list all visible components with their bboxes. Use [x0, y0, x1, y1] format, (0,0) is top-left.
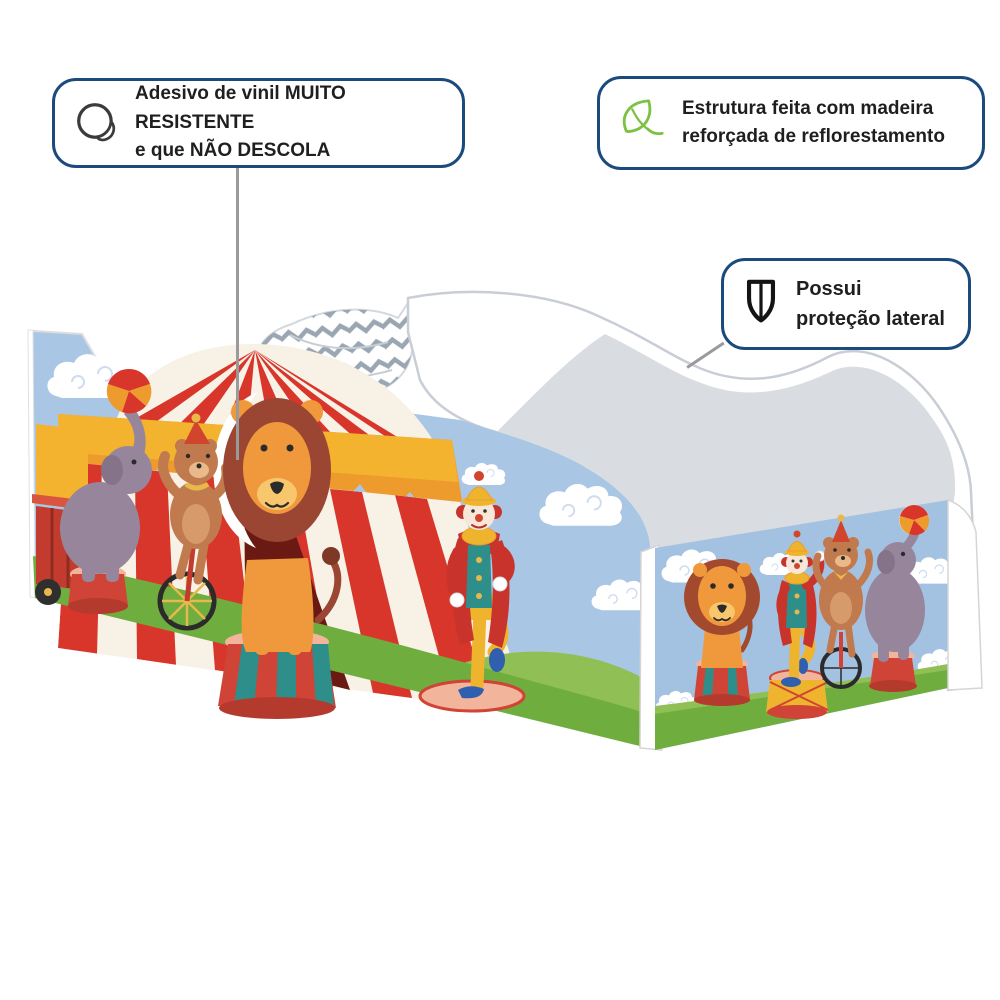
headboard-clown — [418, 471, 526, 713]
headboard-panel — [27, 329, 654, 748]
callout-protection: Possui proteção lateral — [721, 258, 971, 350]
callout-wood: Estrutura feita com madeira reforçada de… — [597, 76, 985, 170]
footboard-edge — [947, 498, 983, 691]
footboard-panel — [655, 500, 967, 750]
callout-protection-line1: Possui — [796, 278, 862, 300]
callout-vinyl-text: Adesivo de vinil MUITO RESISTENTE e que … — [135, 80, 448, 166]
callout-vinyl-line2: e que NÃO DESCOLA — [135, 140, 331, 162]
striped-ball — [106, 368, 152, 414]
footboard-elephant — [865, 505, 930, 692]
callout-wood-line1: Estrutura feita com madeira — [682, 97, 934, 119]
callout-vinyl: Adesivo de vinil MUITO RESISTENTE e que … — [52, 78, 465, 168]
callout-protection-line2: proteção lateral — [796, 308, 945, 330]
sticker-icon — [69, 94, 123, 153]
leaf-icon — [614, 93, 670, 154]
shield-icon — [738, 277, 784, 332]
callout-protection-text: Possui proteção lateral — [796, 274, 945, 334]
headboard-elephant — [60, 406, 152, 614]
footboard-lion — [684, 559, 760, 706]
callout-wood-line2: reforçada de reflorestamento — [682, 126, 945, 147]
callout-vinyl-line1: Adesivo de vinil MUITO RESISTENTE — [135, 83, 346, 133]
crescent-decoration — [213, 392, 258, 548]
headboard-lion — [218, 398, 342, 719]
footboard-bear — [812, 514, 874, 689]
balancing-ball — [899, 505, 930, 536]
headboard-bear — [157, 413, 232, 631]
callout-wood-text: Estrutura feita com madeira reforçada de… — [682, 95, 945, 152]
vinyl-leader-line — [236, 168, 239, 460]
